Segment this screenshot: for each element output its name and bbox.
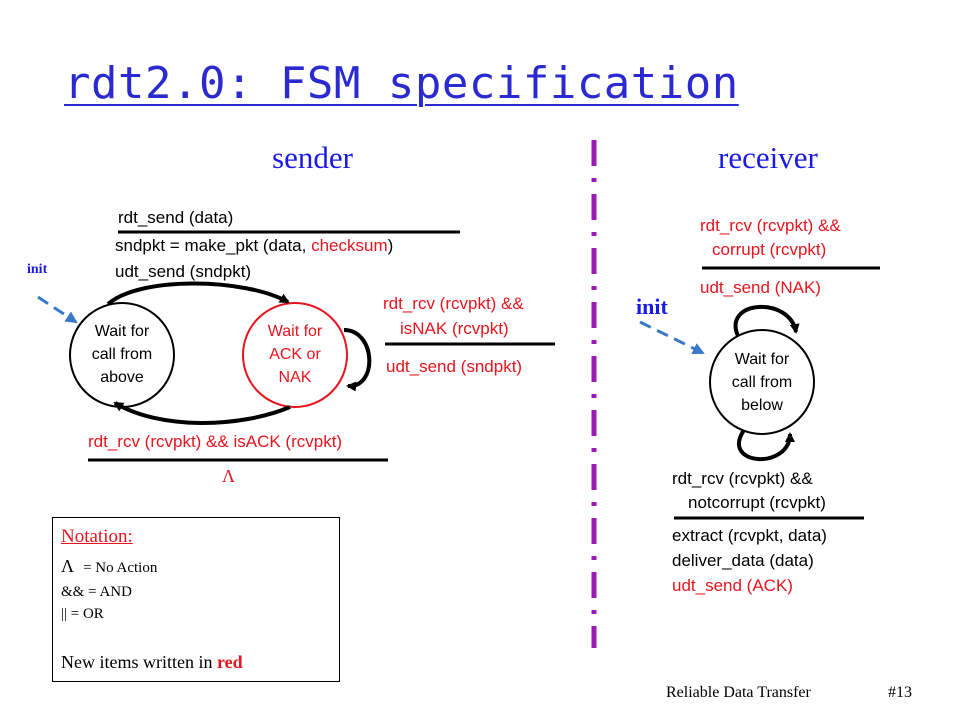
- sender-self-loop-nak: [343, 328, 372, 392]
- sender-t2-event-2: isNAK (rcvpkt): [400, 319, 509, 338]
- receiver-t1-event-1: rdt_rcv (rcvpkt) &&: [700, 216, 841, 235]
- sender-t2-event-1: rdt_rcv (rcvpkt) &&: [383, 294, 524, 313]
- notation-and-line: && = AND: [61, 584, 132, 600]
- receiver-t2-action-udt-send: udt_send (ACK): [672, 576, 793, 595]
- receiver-init-arrow: [639, 320, 705, 355]
- receiver-heading: receiver: [718, 140, 818, 175]
- receiver-init-label: init: [636, 294, 668, 319]
- sender-transition-ack: [113, 401, 291, 425]
- receiver-t1-action: udt_send (NAK): [700, 278, 821, 297]
- receiver-self-loop-nak: [733, 304, 800, 337]
- receiver-t2-action-deliver: deliver_data (data): [672, 551, 814, 570]
- sender-transition-send: [106, 281, 290, 306]
- state-wait-call-below-label: Wait for call from below: [731, 351, 793, 414]
- footer-course-title: Reliable Data Transfer: [666, 684, 811, 701]
- state-wait-call-above-label: Wait for call from above: [91, 323, 153, 386]
- sender-t1-event: rdt_send (data): [118, 208, 234, 227]
- sender-t1-action-udt-send: udt_send (sndpkt): [115, 262, 252, 281]
- sender-t3-action-lambda: Λ: [222, 466, 236, 486]
- notation-lambda-line: Λ = No Action: [61, 556, 158, 576]
- receiver-t2-event-2: notcorrupt (rcvpkt): [688, 493, 826, 512]
- receiver-t2-event-1: rdt_rcv (rcvpkt) &&: [672, 469, 813, 488]
- notation-or-line: || = OR: [61, 606, 104, 622]
- sender-init-arrow: [37, 295, 78, 324]
- sender-t1-action-make-pkt: sndpkt = make_pkt (data, checksum): [115, 236, 394, 255]
- state-wait-ack-nak: [242, 302, 348, 408]
- notation-box: Notation: Λ = No Action && = AND || = OR…: [52, 517, 340, 682]
- receiver-t1-event-2: corrupt (rcvpkt): [712, 240, 827, 259]
- receiver-t2-action-extract: extract (rcvpkt, data): [672, 526, 827, 545]
- sender-init-label: init: [27, 262, 48, 277]
- footer-slide-number: #13: [888, 684, 912, 701]
- state-wait-ack-nak-label: Wait for ACK or NAK: [267, 323, 323, 386]
- receiver-self-loop-ack: [737, 428, 795, 462]
- sender-heading: sender: [272, 140, 353, 175]
- notation-heading: Notation:: [61, 526, 133, 547]
- sender-t3-event: rdt_rcv (rcvpkt) && isACK (rcvpkt): [88, 432, 343, 451]
- sender-t2-action: udt_send (sndpkt): [386, 357, 523, 376]
- state-wait-call-below: [709, 329, 815, 435]
- page-title: rdt2.0: FSM specification: [64, 58, 739, 109]
- notation-new-items: New items written in red: [61, 652, 243, 672]
